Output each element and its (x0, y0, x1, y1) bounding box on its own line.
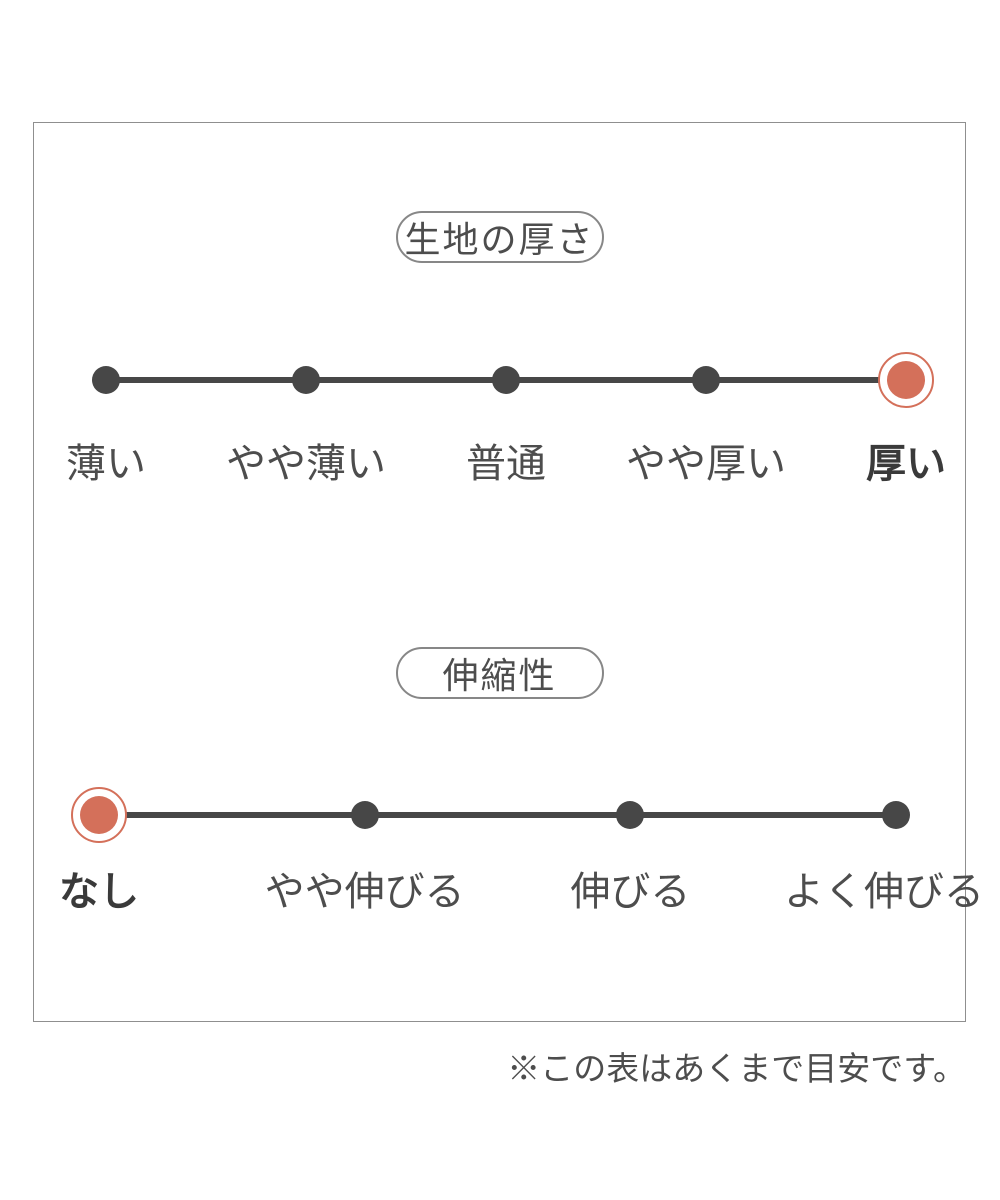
scale-label: やや厚い (626, 442, 786, 486)
scale-label: 普通 (466, 442, 546, 486)
scale-line (99, 812, 896, 818)
fabric-thickness-title-pill: 生地の厚さ (395, 211, 604, 263)
scale-label: やや薄い (226, 442, 386, 486)
stretchability-track (71, 786, 910, 844)
stretchability-labels: なし やや伸びる 伸びる よく伸びる (59, 869, 984, 915)
stretchability-title-pill: 伸縮性 (395, 647, 604, 699)
scale-label: よく伸びる (784, 870, 984, 914)
selected-marker (71, 787, 127, 843)
scale-dot (692, 366, 720, 394)
fabric-thickness-track (92, 351, 934, 409)
fabric-thickness-labels: 薄い やや薄い 普通 やや厚い 厚い (66, 441, 946, 487)
scale-dot (292, 366, 320, 394)
selected-marker (878, 352, 934, 408)
scale-dot (350, 801, 379, 829)
scale-dot (616, 801, 645, 829)
scale-label: 薄い (66, 442, 146, 486)
scale-dot (92, 366, 120, 394)
disclaimer-note: ※この表はあくまで目安です。 (507, 1050, 966, 1087)
scale-dot (492, 366, 520, 394)
selected-scale-label: 厚い (866, 442, 946, 486)
selected-scale-label: なし (59, 870, 139, 914)
spec-frame: 生地の厚さ 薄い やや薄い 普通 やや厚い 厚い 伸縮性 なし やや伸びる 伸びる よく伸びる (33, 122, 984, 1022)
fabric-thickness-title: 生地の厚さ (404, 219, 595, 260)
stretchability-title: 伸縮性 (442, 655, 557, 696)
scale-dot (882, 801, 910, 829)
scale-label: 伸びる (570, 870, 691, 914)
scale-label: やや伸びる (264, 870, 465, 914)
